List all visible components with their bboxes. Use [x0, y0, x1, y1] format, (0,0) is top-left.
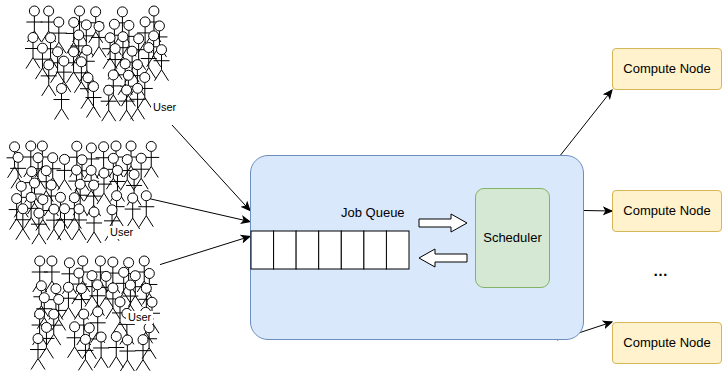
node-label: Compute Node: [623, 61, 710, 77]
scheduler-box: Scheduler: [475, 188, 550, 288]
node-label: Compute Node: [623, 203, 710, 219]
stick-figure-crowd: [5, 140, 160, 250]
user-label: User: [126, 311, 153, 324]
user-group: User: [30, 255, 160, 375]
user-group: User: [5, 140, 160, 250]
arrow-connector: [172, 125, 250, 211]
compute-node-box: Compute Node: [612, 48, 722, 90]
hollow-arrow: [419, 249, 467, 267]
job-queue-panel: Job QueueScheduler: [250, 155, 584, 340]
arrow-connector: [160, 236, 250, 264]
node-label: Scheduler: [483, 230, 542, 246]
queue-cells: [251, 231, 409, 269]
ellipsis-label: …: [653, 262, 668, 279]
user-group: User: [25, 5, 175, 130]
arrow-connector: [561, 90, 612, 155]
compute-node-box: Compute Node: [612, 190, 722, 232]
arrow-connector: [143, 197, 250, 221]
user-label: User: [108, 226, 135, 239]
node-label: Job Queue: [341, 205, 405, 221]
node-label: Compute Node: [623, 335, 710, 351]
user-label: User: [151, 101, 178, 114]
arrow-connector: [584, 210, 612, 212]
hollow-arrow: [419, 214, 467, 232]
compute-node-box: Compute Node: [612, 322, 722, 364]
